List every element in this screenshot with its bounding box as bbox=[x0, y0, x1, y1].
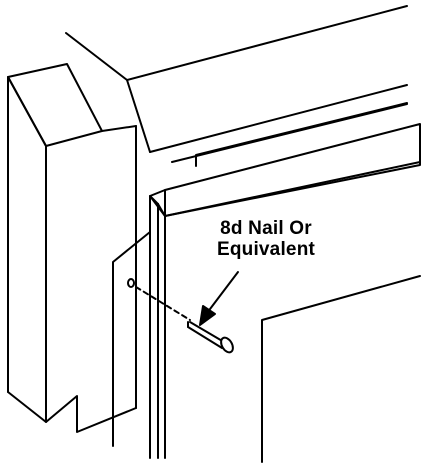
panel-frame bbox=[149, 123, 421, 459]
nail-path-dashed bbox=[135, 286, 191, 321]
side-jamb bbox=[7, 63, 137, 433]
callout-line-1: 8d Nail Or bbox=[220, 218, 312, 239]
callout-line-2: Equivalent bbox=[216, 239, 316, 260]
mounting-flange bbox=[112, 231, 151, 447]
callout-label: 8d Nail Or Equivalent bbox=[206, 218, 326, 260]
nail-icon bbox=[187, 321, 234, 354]
head-casing bbox=[65, 5, 408, 167]
inner-panel bbox=[261, 275, 421, 463]
arrow-icon bbox=[199, 271, 239, 326]
nail-hole bbox=[127, 278, 135, 288]
